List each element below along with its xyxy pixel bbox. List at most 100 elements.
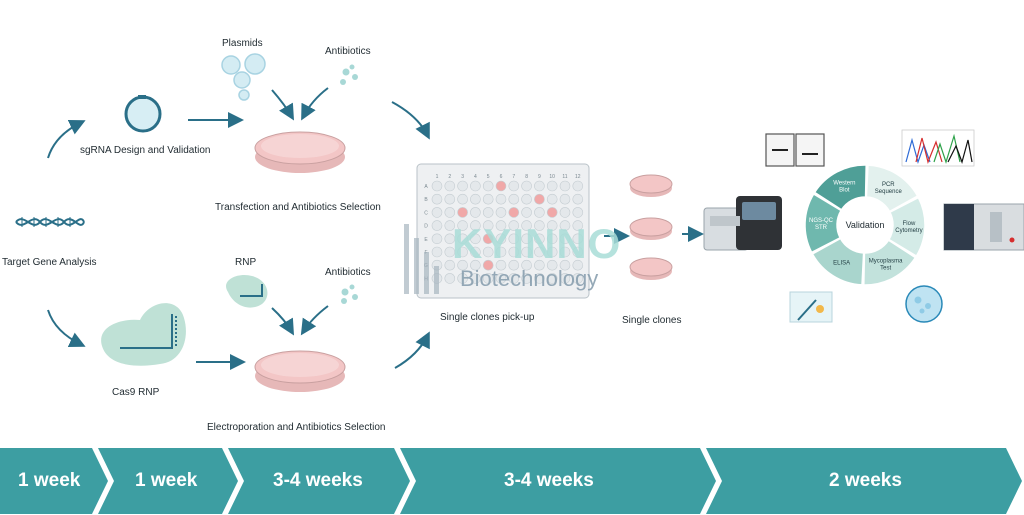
plasmids-icon: [221, 53, 266, 101]
plate-well: [534, 180, 545, 192]
rnp-icon: [226, 274, 268, 308]
plate-well: [508, 207, 520, 218]
plate-well: [572, 180, 584, 192]
plate-well: [534, 273, 545, 284]
plate-well: [495, 180, 507, 192]
plate-well: [521, 233, 532, 245]
plate-well: [444, 180, 456, 192]
plate-well: [546, 233, 558, 245]
arrow-icon: [391, 101, 430, 140]
plate-well: [457, 207, 468, 218]
plate-well: [457, 246, 468, 258]
plate-well: [482, 259, 494, 271]
plate-well: [534, 246, 545, 258]
validation-segment: [863, 239, 917, 286]
validation-center-label: Validation: [846, 220, 885, 230]
arrow-icon: [271, 307, 295, 336]
plate-well: [495, 273, 507, 284]
target-gene-label: Target Gene Analysis: [2, 257, 97, 268]
plate-well: [508, 220, 520, 231]
plate-well: [508, 233, 520, 245]
plate-well: [521, 246, 532, 258]
petri-dish-icon: [254, 350, 346, 392]
plate-well: [521, 220, 532, 231]
elisa-icon: [789, 291, 833, 323]
plate-well: [546, 273, 558, 284]
timeline-segment: [98, 448, 238, 514]
plate-well: [482, 273, 494, 284]
cas9-rnp-icon: [101, 303, 186, 366]
plate-well: [495, 193, 507, 205]
plate-well: [534, 220, 545, 231]
plate-well: [444, 259, 456, 271]
timeline-segment: [228, 448, 410, 514]
plate-well: [444, 193, 456, 205]
plate-well: [572, 233, 584, 245]
plate-well: [508, 193, 520, 205]
timeline-label: 1 week: [18, 470, 81, 491]
plate-col-label: 8: [525, 174, 528, 180]
timeline-label: 2 weeks: [829, 470, 902, 491]
plate-well: [572, 259, 584, 271]
plate-row-label: B: [424, 197, 428, 203]
plate-well: [470, 233, 481, 245]
timeline-label: 1 week: [135, 470, 198, 491]
plate-well: [572, 220, 584, 231]
plate-col-label: 12: [575, 174, 581, 180]
plate-well: [482, 207, 494, 218]
timeline-segment: [0, 448, 108, 514]
plate-well: [431, 220, 443, 231]
plate-well: [534, 259, 545, 271]
plate-well: [444, 273, 456, 284]
validation-segment: [887, 196, 926, 258]
western-blot-icon: [765, 133, 825, 167]
single-clone-dish-icon: [629, 257, 673, 280]
plate-well: [431, 233, 443, 245]
timeline-label: 3-4 weeks: [504, 470, 594, 491]
plate-well: [470, 273, 481, 284]
cas9-label: Cas9 RNP: [112, 387, 160, 398]
plate-col-label: 9: [538, 174, 541, 180]
validation-segment: [865, 164, 919, 213]
plate-col-label: 6: [500, 174, 503, 180]
rnp-label: RNP: [235, 257, 257, 268]
arrow-icon: [301, 87, 329, 121]
plate-col-label: 1: [436, 174, 439, 180]
plate-col-label: 3: [461, 174, 464, 180]
plate-well: [444, 246, 456, 258]
plate-well: [508, 273, 520, 284]
single-clone-dish-icon: [629, 174, 673, 197]
plate-well: [470, 193, 481, 205]
plate-well: [534, 233, 545, 245]
plate-well: [559, 259, 571, 271]
sgrna-plasmid-icon: [124, 95, 162, 133]
arrow-icon: [47, 309, 86, 347]
plate-well: [546, 180, 558, 192]
plate-well: [559, 220, 571, 231]
plate-well: [572, 273, 584, 284]
plate-col-label: 10: [549, 174, 555, 180]
plate-well: [495, 220, 507, 231]
validation-segment-label: ELISA: [833, 260, 850, 266]
plate-well: [444, 233, 456, 245]
single-pickup-label: Single clones pick-up: [440, 312, 535, 323]
plate-col-label: 4: [474, 174, 477, 180]
plate-well: [457, 180, 468, 192]
plate-well: [457, 259, 468, 271]
plate-well: [546, 246, 558, 258]
plate-well: [457, 273, 468, 284]
plate-well: [521, 180, 532, 192]
plate-col-label: 2: [448, 174, 451, 180]
plate-well: [431, 207, 443, 218]
instrument-icon: [703, 196, 782, 251]
validation-segment: [804, 192, 843, 254]
plate-well: [444, 207, 456, 218]
plate-well: [546, 207, 558, 218]
plate-row-label: E: [424, 237, 428, 243]
